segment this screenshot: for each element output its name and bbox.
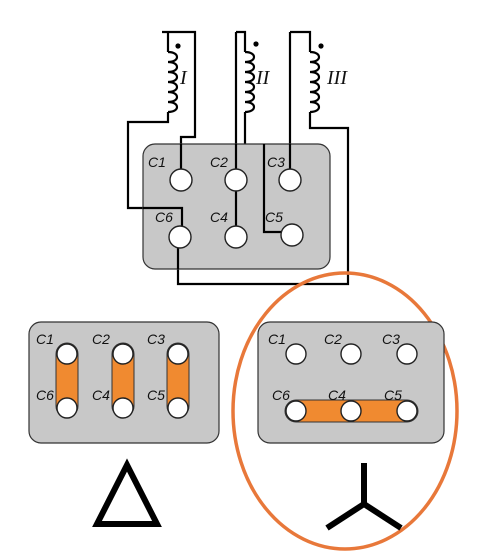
star-terminal-c5 bbox=[396, 400, 418, 422]
coil-3-polarity-dot bbox=[318, 43, 324, 49]
highlight-ring bbox=[231, 271, 459, 551]
star-connection-panel: C1 C2 C3 C6 C4 C5 bbox=[231, 271, 459, 551]
delta-label-c2: C2 bbox=[92, 331, 110, 347]
star-terminal-c3 bbox=[396, 343, 418, 365]
star-y-icon bbox=[325, 463, 403, 531]
coil-3-winding bbox=[309, 50, 321, 114]
coil-1-label: I bbox=[179, 67, 188, 89]
star-terminal-c6 bbox=[285, 400, 307, 422]
coil-1-winding bbox=[167, 50, 179, 114]
coil-2-label: II bbox=[255, 67, 271, 89]
label-c6: C6 bbox=[155, 209, 173, 225]
terminal-c4 bbox=[224, 225, 248, 249]
delta-terminal-c3 bbox=[167, 343, 189, 365]
label-c1: C1 bbox=[148, 154, 166, 170]
delta-triangle-icon bbox=[92, 458, 162, 527]
delta-label-c5: C5 bbox=[147, 387, 165, 403]
terminal-c2 bbox=[224, 168, 248, 192]
label-c5: C5 bbox=[265, 209, 283, 225]
star-terminal-c2 bbox=[340, 343, 362, 365]
delta-terminal-c5 bbox=[167, 397, 189, 419]
star-label-c5: C5 bbox=[384, 387, 402, 403]
delta-terminal-c6 bbox=[56, 397, 78, 419]
coil-2-winding bbox=[244, 50, 256, 114]
label-c4: C4 bbox=[210, 209, 228, 225]
star-label-c3: C3 bbox=[382, 331, 400, 347]
terminal-c5 bbox=[280, 223, 304, 247]
coil-2-polarity-dot bbox=[253, 41, 259, 47]
star-label-c1: C1 bbox=[268, 331, 286, 347]
star-terminal-c1 bbox=[285, 343, 307, 365]
star-terminal-c4 bbox=[340, 400, 362, 422]
coil-3-label: III bbox=[326, 67, 348, 89]
delta-label-c1: C1 bbox=[36, 331, 54, 347]
star-label-c2: C2 bbox=[324, 331, 342, 347]
delta-terminal-c2 bbox=[112, 343, 134, 365]
delta-connection-panel: C1 C2 C3 C6 C4 C5 bbox=[28, 321, 220, 527]
top-terminal-box: C1 C2 C3 C6 C4 C5 bbox=[142, 143, 331, 270]
star-label-c4: C4 bbox=[328, 387, 346, 403]
coil-1-polarity-dot bbox=[175, 43, 181, 49]
label-c2: C2 bbox=[210, 154, 228, 170]
motor-windings: I II III bbox=[126, 30, 350, 286]
delta-label-c3: C3 bbox=[147, 331, 165, 347]
terminal-c3 bbox=[278, 168, 302, 192]
delta-terminal-c4 bbox=[112, 397, 134, 419]
delta-label-c4: C4 bbox=[92, 387, 110, 403]
delta-label-c6: C6 bbox=[36, 387, 54, 403]
terminal-c1 bbox=[169, 168, 193, 192]
star-label-c6: C6 bbox=[272, 387, 290, 403]
star-arm-left bbox=[325, 501, 366, 531]
delta-terminal-c1 bbox=[56, 343, 78, 365]
star-arm-right bbox=[362, 501, 403, 531]
label-c3: C3 bbox=[267, 154, 285, 170]
coil-3-lead-a bbox=[176, 30, 350, 286]
terminal-c6 bbox=[168, 225, 192, 249]
